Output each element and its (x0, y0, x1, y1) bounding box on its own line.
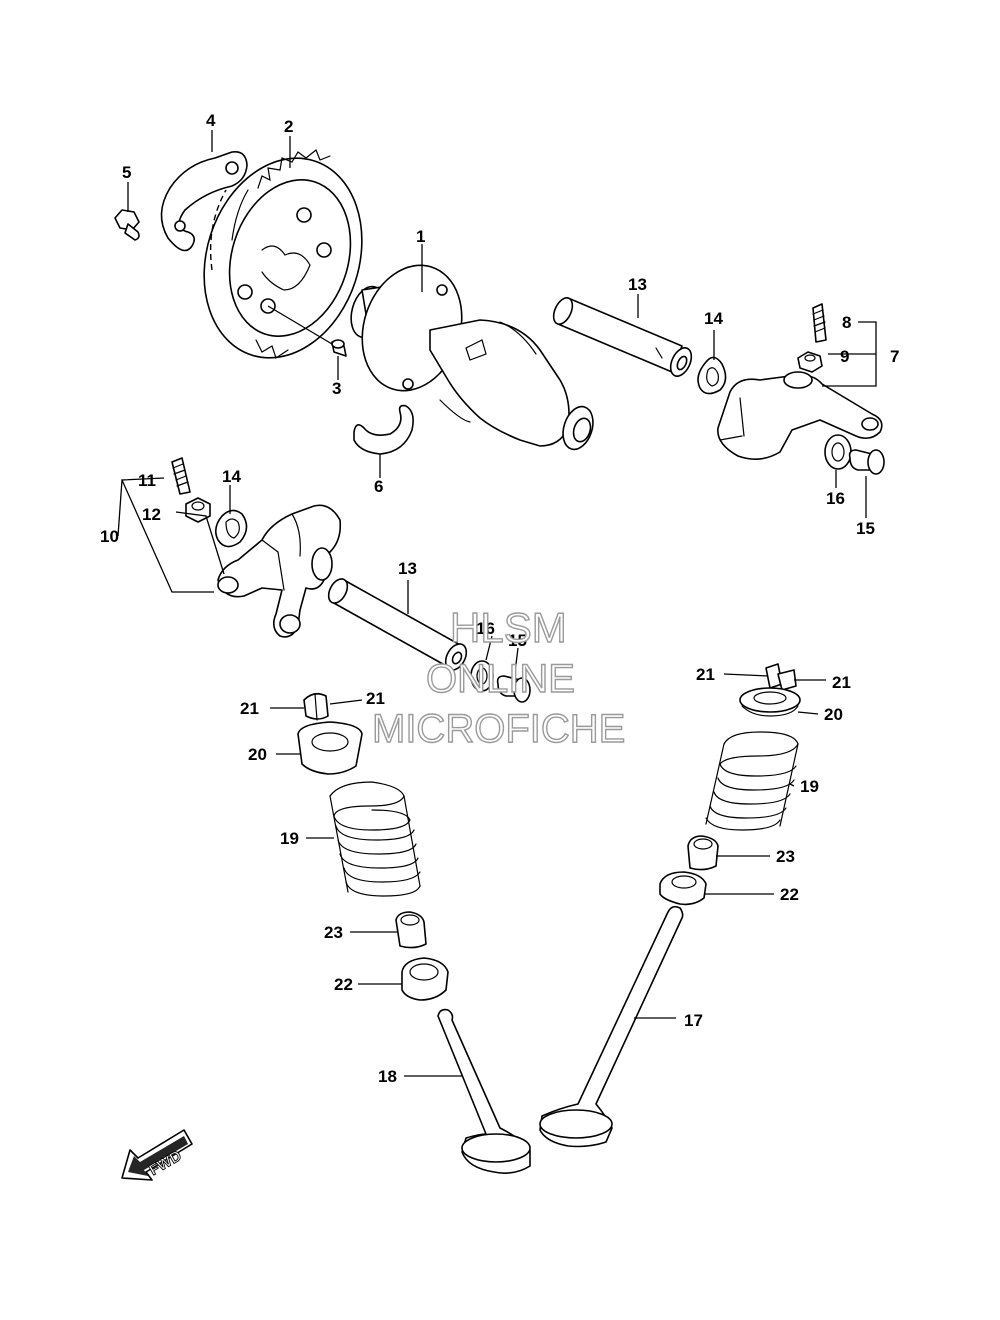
callout-18: 18 (378, 1067, 397, 1086)
callout-3: 3 (332, 379, 341, 398)
callout-21-right-a: 21 (696, 665, 715, 684)
wave-washer-lower[interactable] (214, 509, 248, 548)
callout-22-right: 22 (780, 885, 799, 904)
adjusting-screw-lower[interactable] (171, 457, 191, 495)
callout-10: 10 (100, 527, 119, 546)
valve-spring-left[interactable] (329, 781, 421, 897)
callout-20-left: 20 (248, 745, 267, 764)
leader-lines (127, 130, 867, 1077)
callout-14-upper: 14 (704, 309, 723, 328)
valve-right[interactable] (539, 905, 684, 1148)
watermark: HLSM ONLINE MICROFICHE (371, 603, 626, 751)
callout-15-lower: 15 (508, 631, 527, 650)
stem-seal-left[interactable] (395, 911, 427, 949)
spring-seat-left[interactable] (401, 957, 449, 1001)
callout-6: 6 (374, 477, 383, 496)
camshaft[interactable] (346, 252, 598, 453)
plug-bolt-lower[interactable] (496, 675, 531, 703)
rocker-shaft-upper[interactable] (550, 295, 696, 379)
spring-retainer-right[interactable] (739, 687, 801, 717)
watermark-line-1: HLSM (450, 604, 567, 651)
callout-21-right-b: 21 (832, 673, 851, 692)
valve-left[interactable] (437, 1008, 531, 1174)
callout-labels: 1 2 3 4 5 6 7 8 9 10 11 12 13 13 14 14 1… (100, 111, 899, 1086)
callout-9: 9 (840, 347, 849, 366)
callout-21-left-a: 21 (240, 699, 259, 718)
callout-13-upper: 13 (628, 275, 647, 294)
wave-washer-upper[interactable] (697, 356, 727, 395)
stem-seal-right[interactable] (687, 835, 719, 871)
spring-retainer-left[interactable] (297, 721, 363, 775)
callout-8: 8 (842, 313, 851, 332)
plug-bolt-upper[interactable] (848, 449, 885, 475)
cam-gear[interactable] (179, 138, 387, 379)
callout-5: 5 (122, 163, 131, 182)
rocker-arm-lower[interactable] (217, 504, 342, 638)
callout-19-left: 19 (280, 829, 299, 848)
callout-14-lower: 14 (222, 467, 241, 486)
spring-seat-right[interactable] (659, 871, 707, 906)
assembly-bracket-upper (822, 321, 877, 387)
washer-lower[interactable] (470, 660, 494, 692)
bolt[interactable] (114, 209, 140, 241)
callout-13-lower: 13 (398, 559, 417, 578)
adjusting-screw-upper[interactable] (812, 303, 827, 343)
callout-2: 2 (284, 117, 293, 136)
washer-upper[interactable] (824, 434, 852, 470)
callout-15-upper: 15 (856, 519, 875, 538)
callout-17: 17 (684, 1011, 703, 1030)
retainer-plate[interactable] (160, 150, 248, 252)
half-ring[interactable] (353, 404, 414, 455)
callout-23-left: 23 (324, 923, 343, 942)
watermark-line-2: ONLINE (426, 657, 575, 701)
callout-16-lower: 16 (476, 619, 495, 638)
callout-1: 1 (416, 227, 425, 246)
callout-11: 11 (138, 471, 156, 490)
callout-20-right: 20 (824, 705, 843, 724)
assembly-bracket-lower (117, 477, 225, 593)
callout-16-upper: 16 (826, 489, 845, 508)
valve-cotter-right[interactable] (765, 663, 797, 691)
callout-7: 7 (890, 347, 899, 366)
valve-cotter-left[interactable] (303, 692, 329, 721)
callout-22-left: 22 (334, 975, 353, 994)
callout-12: 12 (142, 505, 161, 524)
valve-spring-right[interactable] (705, 731, 799, 831)
callout-21-left-b: 21 (366, 689, 385, 708)
callout-19-right: 19 (800, 777, 819, 796)
rocker-arm-upper[interactable] (717, 371, 883, 460)
dowel-pin[interactable] (331, 339, 347, 357)
callout-4: 4 (206, 111, 216, 130)
rocker-shaft-lower[interactable] (325, 576, 471, 674)
callout-23-right: 23 (776, 847, 795, 866)
watermark-line-3: MICROFICHE (372, 707, 625, 751)
fwd-arrow-icon: FWD (121, 1129, 193, 1181)
lock-nut-upper[interactable] (797, 351, 823, 373)
